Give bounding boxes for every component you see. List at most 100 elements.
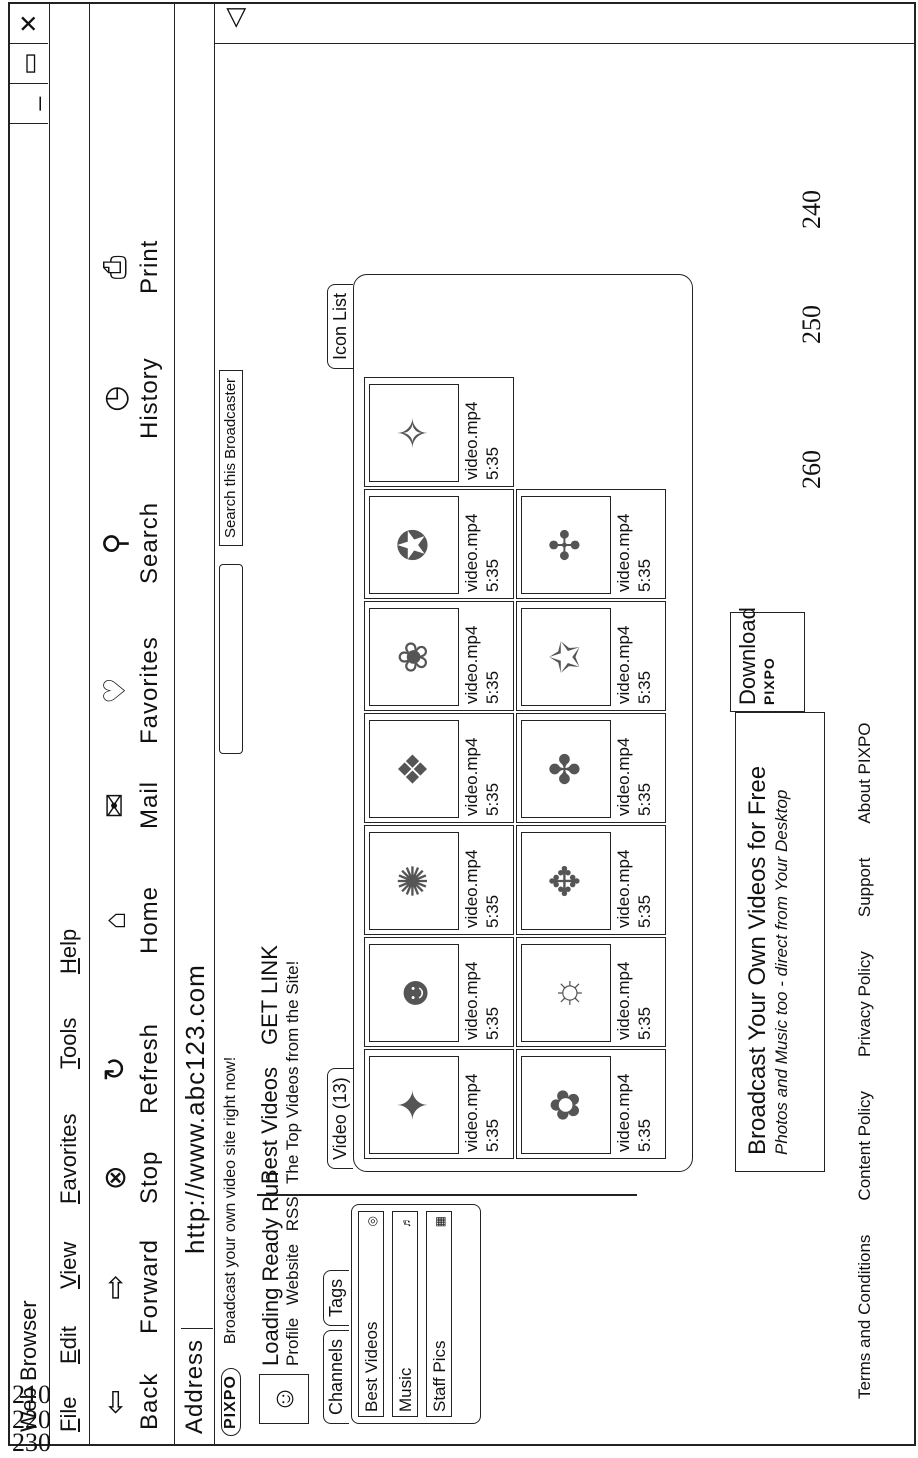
profile-block: ☺ Loading Ready Run Profile Website RSS bbox=[258, 1171, 309, 1424]
maximize-button[interactable]: ▭ bbox=[10, 44, 48, 84]
video-duration: 5:35 bbox=[635, 558, 654, 592]
stop-button[interactable]: ⊗Stop bbox=[96, 1151, 164, 1204]
video-filename: video.mp4 bbox=[462, 513, 481, 592]
ref-numeral: 240 bbox=[797, 190, 826, 229]
channel-staff-pics[interactable]: Staff Pics▦ bbox=[426, 1211, 452, 1417]
video-duration: 5:35 bbox=[635, 894, 654, 928]
profile-link[interactable]: Profile bbox=[283, 1317, 302, 1366]
video-preview-icon: ✿ bbox=[521, 1056, 611, 1154]
search-button[interactable]: ⚲Search bbox=[96, 502, 164, 584]
video-filename: video.mp4 bbox=[462, 849, 481, 928]
site-logo[interactable]: PIXPO bbox=[221, 1368, 241, 1436]
avatar[interactable]: ☺ bbox=[259, 1374, 309, 1424]
ref-numeral: 210 bbox=[12, 1380, 51, 1409]
get-link[interactable]: GET LINK bbox=[257, 945, 282, 1045]
video-preview-icon: ☼ bbox=[521, 944, 611, 1042]
channel-best-videos[interactable]: Best Videos◎ bbox=[358, 1211, 384, 1417]
rss-link[interactable]: RSS bbox=[283, 1196, 302, 1232]
footer-support-link[interactable]: Support bbox=[855, 857, 874, 918]
video-filename: video.mp4 bbox=[462, 401, 481, 480]
footer-terms-link[interactable]: Terms and Conditions bbox=[855, 1234, 874, 1399]
ref-numeral: 220 bbox=[12, 1405, 51, 1434]
history-button[interactable]: ◷History bbox=[96, 357, 164, 439]
video-preview-icon: ✣ bbox=[521, 496, 611, 594]
scroll-up-arrow-icon[interactable]: ◁ bbox=[219, 8, 249, 28]
channels-list: Best Videos◎ Music♬ Staff Pics▦ bbox=[351, 1204, 481, 1424]
tab-channels[interactable]: Channels bbox=[323, 1329, 349, 1424]
tab-tags[interactable]: Tags bbox=[323, 1269, 349, 1326]
address-bar: Address http://www.abc123.com bbox=[175, 4, 215, 1444]
video-duration: 5:35 bbox=[483, 446, 502, 480]
site-header: PIXPO Broadcast your own video site righ… bbox=[221, 1057, 241, 1436]
video-duration: 5:35 bbox=[483, 670, 502, 704]
video-filename: video.mp4 bbox=[614, 737, 633, 816]
favorites-button[interactable]: ♡Favorites bbox=[96, 636, 164, 744]
site-search-input[interactable] bbox=[219, 564, 243, 754]
download-button[interactable]: Download PIXPO bbox=[730, 607, 805, 712]
address-input[interactable]: http://www.abc123.com bbox=[180, 964, 210, 1254]
video-duration: 5:35 bbox=[483, 558, 502, 592]
website-link[interactable]: Website bbox=[283, 1243, 302, 1306]
minimize-button[interactable]: _ bbox=[10, 84, 48, 124]
best-videos-title: Best Videos bbox=[257, 1066, 282, 1184]
tab-icon-list[interactable]: Icon List bbox=[327, 283, 353, 369]
menu-edit[interactable]: Edit bbox=[56, 1326, 81, 1364]
title-bar: Web Browser _ ▭ ✕ bbox=[10, 4, 50, 1444]
profile-name: Loading Ready Run bbox=[258, 1171, 283, 1366]
menu-help[interactable]: Help bbox=[56, 928, 81, 974]
tab-video[interactable]: Video (13) bbox=[327, 1068, 353, 1169]
video-filename: video.mp4 bbox=[614, 849, 633, 928]
channel-icon: ▦ bbox=[433, 1216, 447, 1228]
menu-view[interactable]: View bbox=[56, 1241, 81, 1289]
person-icon: ☺ bbox=[268, 1384, 299, 1414]
footer-about-link[interactable]: About PIXPO bbox=[855, 722, 874, 824]
print-button[interactable]: ⎙Print bbox=[96, 240, 164, 294]
video-duration: 5:35 bbox=[635, 1006, 654, 1040]
refresh-icon: ↻ bbox=[99, 1055, 132, 1082]
clock-icon: ◷ bbox=[99, 384, 132, 412]
ref-numeral: 250 bbox=[797, 305, 826, 344]
video-filename: video.mp4 bbox=[462, 1073, 481, 1152]
mail-button[interactable]: ✉Mail bbox=[96, 781, 164, 829]
menu-file[interactable]: File bbox=[56, 1396, 81, 1432]
video-preview-icon: ✤ bbox=[521, 720, 611, 818]
menu-favorites[interactable]: Favorites bbox=[56, 1113, 81, 1205]
ref-numeral: 260 bbox=[797, 450, 826, 489]
channel-music[interactable]: Music♬ bbox=[392, 1211, 418, 1417]
video-filename: video.mp4 bbox=[614, 961, 633, 1040]
footer-links: Terms and Conditions Content Policy Priv… bbox=[855, 722, 875, 1399]
forward-button[interactable]: ⇨Forward bbox=[96, 1239, 164, 1334]
video-preview-icon: ❀ bbox=[369, 608, 459, 706]
footer-privacy-link[interactable]: Privacy Policy bbox=[855, 951, 874, 1057]
site-tagline: Broadcast your own video site right now! bbox=[222, 1056, 239, 1345]
best-videos-header: Best VideosGET LINK The Top Videos from … bbox=[257, 923, 303, 1184]
forward-arrow-icon: ⇨ bbox=[99, 1273, 132, 1300]
close-button[interactable]: ✕ bbox=[10, 4, 48, 44]
home-button[interactable]: ⌂Home bbox=[96, 886, 164, 954]
video-filename: video.mp4 bbox=[462, 961, 481, 1040]
menu-tools[interactable]: Tools bbox=[56, 1017, 81, 1069]
video-duration: 5:35 bbox=[635, 1118, 654, 1152]
back-button[interactable]: ⇦Back bbox=[96, 1373, 164, 1430]
heart-icon: ♡ bbox=[99, 676, 132, 705]
page-content: PIXPO Broadcast your own video site righ… bbox=[215, 4, 914, 1444]
scrollbar[interactable]: ◁ bbox=[215, 4, 914, 44]
footer-content-policy-link[interactable]: Content Policy bbox=[855, 1090, 874, 1201]
broadcast-promo[interactable]: Broadcast Your Own Videos for Free Photo… bbox=[735, 712, 825, 1172]
refresh-button[interactable]: ↻Refresh bbox=[96, 1023, 164, 1114]
search-broadcaster-button[interactable]: Search this Broadcaster bbox=[219, 370, 243, 546]
